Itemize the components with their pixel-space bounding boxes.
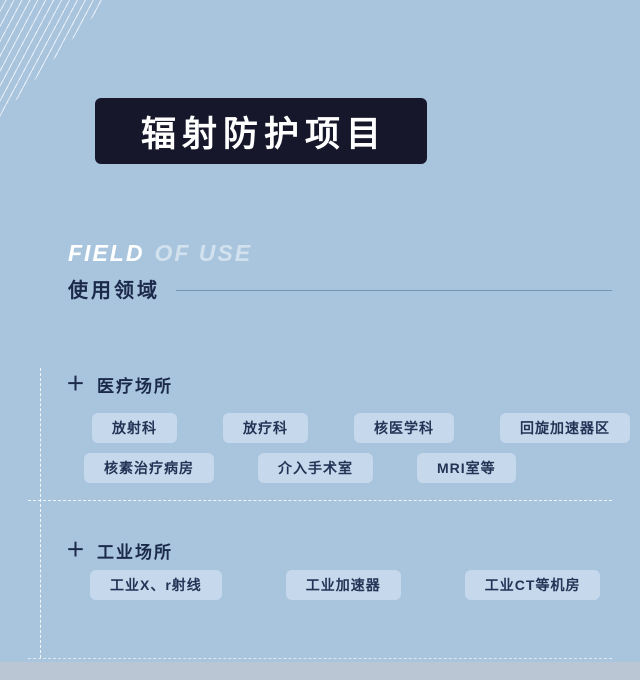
tag-industrial-ct-room: 工业CT等机房 [464, 570, 601, 600]
tag-cyclotron-area: 回旋加速器区 [500, 413, 630, 443]
industrial-tags-row: 工业X、r射线 工业加速器 工业CT等机房 [90, 570, 601, 600]
section-title: 使用领域 [68, 280, 160, 302]
dashed-vertical-guide [40, 368, 41, 658]
tag-nuclide-therapy-ward: 核素治疗病房 [84, 453, 214, 483]
tag-industrial-accelerator: 工业加速器 [285, 570, 401, 600]
footer-strip [0, 662, 640, 680]
section-subtitle-en-secondary: OF USE [154, 240, 253, 266]
tag-industrial-xray: 工业X、r射线 [90, 570, 222, 600]
section-header: 使用领域 [68, 274, 612, 303]
plus-icon: ＋ [66, 540, 86, 561]
tag-mri-room: MRI室等 [417, 453, 516, 483]
medical-tags-row-1: 放射科 放疗科 核医学科 回旋加速器区 [92, 413, 630, 443]
section-subtitle-en-primary: FIELD [68, 240, 145, 266]
medical-tags-row-2: 核素治疗病房 介入手术室 MRI室等 [84, 453, 516, 483]
group-medical: ＋ 医疗场所 [66, 372, 173, 397]
group-industrial: ＋ 工业场所 [66, 538, 173, 563]
page-title: 辐射防护项目 [140, 114, 387, 154]
section-subtitle-en: FIELD OF USE [68, 240, 252, 267]
tag-interventional-operating-room: 介入手术室 [258, 453, 373, 483]
dashed-horizontal-divider [28, 500, 612, 501]
section-rule-line [176, 290, 612, 291]
tag-radiology: 放射科 [92, 413, 177, 443]
dashed-horizontal-divider-bottom [28, 658, 612, 659]
tag-nuclear-medicine: 核医学科 [354, 413, 454, 443]
plus-icon: ＋ [66, 374, 86, 395]
tag-radiotherapy: 放疗科 [223, 413, 308, 443]
group-industrial-label: 工业场所 [97, 543, 174, 562]
title-banner: 辐射防护项目 [95, 98, 427, 164]
group-medical-label: 医疗场所 [97, 377, 174, 396]
